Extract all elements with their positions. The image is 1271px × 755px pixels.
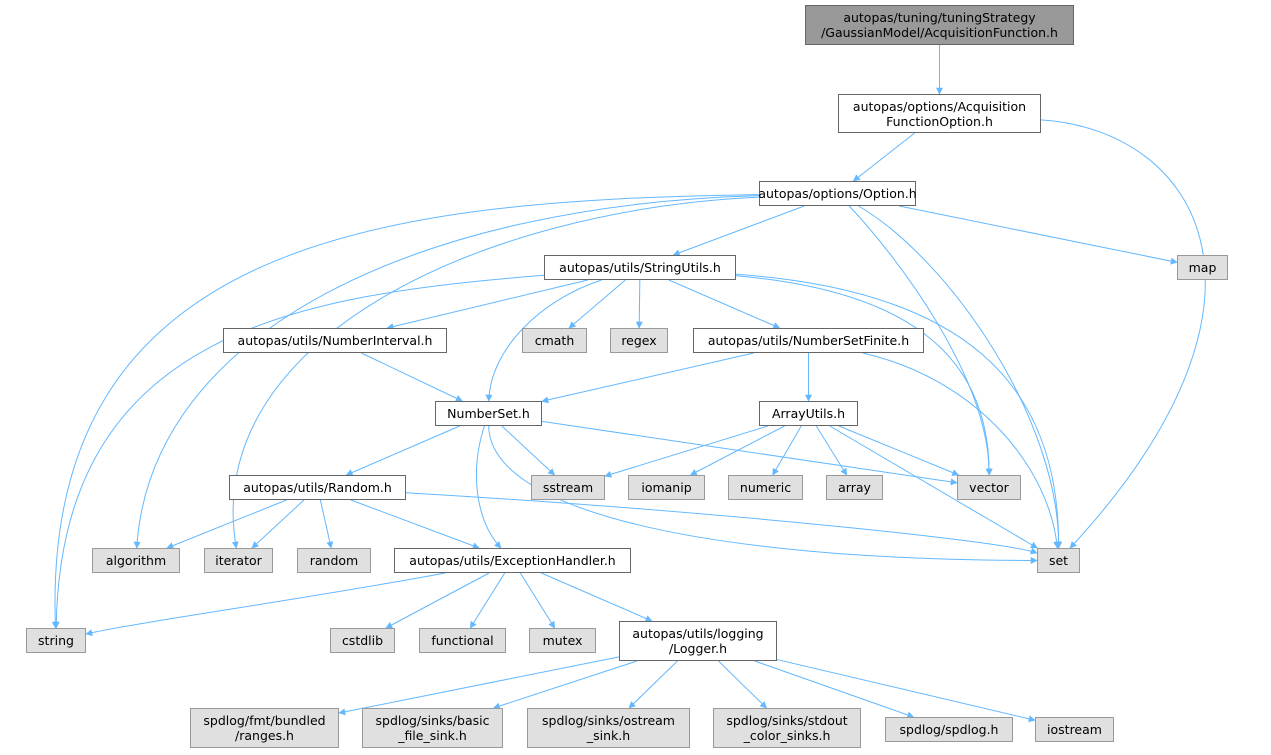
node-functional: functional [419, 628, 506, 653]
edge-arrayutils-to-vector [838, 425, 960, 476]
edge-option-to-map [899, 205, 1178, 265]
edge-option-to-string [51, 194, 760, 629]
edge-arrayutils-to-array [815, 425, 848, 476]
edge-logger-to-basicfile [492, 660, 638, 710]
edge-arrayutils-to-numeric [772, 425, 802, 476]
node-iterator: iterator [204, 548, 273, 573]
node-mutex: mutex [529, 628, 596, 653]
edge-logger-to-fmtranges [338, 656, 620, 716]
edge-numberset-to-vector [541, 420, 958, 486]
edge-numberset-to-sstream [501, 425, 556, 476]
node-acqopt[interactable]: autopas/options/Acquisition FunctionOpti… [838, 94, 1041, 133]
node-basicfile: spdlog/sinks/basic _file_sink.h [362, 708, 503, 748]
edge-stringutils-to-set [735, 273, 1063, 549]
edge-random_h-to-set [405, 492, 1038, 555]
edge-logger-to-spdlog [754, 660, 915, 719]
node-random_h[interactable]: autopas/utils/Random.h [229, 475, 406, 500]
edge-arrayutils-to-set [829, 425, 1038, 549]
edge-option-to-set [858, 205, 1063, 549]
edge-option-to-vector [848, 205, 993, 476]
node-cmath: cmath [522, 328, 587, 353]
edge-random_h-to-iterator [251, 499, 305, 549]
node-string: string [26, 628, 86, 653]
node-acq: autopas/tuning/tuningStrategy /GaussianM… [805, 5, 1074, 45]
edge-acqopt-to-set [1040, 119, 1206, 549]
node-random: random [297, 548, 371, 573]
edge-logger-to-iostream [776, 659, 1036, 723]
node-numeric: numeric [728, 475, 803, 500]
edge-random_h-to-random [319, 499, 334, 549]
node-logger[interactable]: autopas/utils/logging /Logger.h [619, 621, 777, 661]
node-ostreamsink: spdlog/sinks/ostream _sink.h [527, 708, 690, 748]
edge-random_h-to-exception [350, 499, 480, 550]
node-regex: regex [610, 328, 668, 353]
edge-numsetfinite-to-set [862, 352, 1061, 549]
node-array: array [826, 475, 883, 500]
node-map: map [1177, 255, 1228, 280]
edge-stringutils-to-cmath [568, 279, 626, 329]
edge-logger-to-stdoutcolor [718, 660, 768, 709]
edge-numsetfinite-to-numberset [541, 352, 754, 404]
node-iomanip: iomanip [628, 475, 705, 500]
edge-numinterval-to-numberset [361, 352, 463, 402]
node-sstream: sstream [531, 475, 605, 500]
node-option[interactable]: autopas/options/Option.h [758, 181, 917, 206]
node-stdoutcolor: spdlog/sinks/stdout _color_sinks.h [713, 708, 861, 748]
edge-numberset-to-set [488, 425, 1038, 564]
node-numberset[interactable]: NumberSet.h [435, 401, 542, 426]
edge-arrayutils-to-iomanip [689, 425, 785, 476]
edge-exception-to-string [85, 572, 446, 637]
node-spdlog: spdlog/spdlog.h [885, 717, 1013, 742]
node-numinterval[interactable]: autopas/utils/NumberInterval.h [223, 328, 447, 353]
edge-random_h-to-algorithm [166, 499, 287, 549]
edge-exception-to-functional [469, 572, 506, 629]
edge-exception-to-cstdlib [385, 572, 490, 629]
edge-stringutils-to-numsetfinite [668, 279, 781, 329]
node-algorithm: algorithm [92, 548, 180, 573]
node-cstdlib: cstdlib [330, 628, 395, 653]
edge-stringutils-to-vector [735, 275, 993, 476]
edge-exception-to-mutex [519, 572, 556, 629]
node-vector: vector [957, 475, 1021, 500]
node-arrayutils[interactable]: ArrayUtils.h [759, 401, 858, 426]
node-fmtranges: spdlog/fmt/bundled /ranges.h [190, 708, 339, 748]
edge-option-to-algorithm [133, 195, 760, 549]
node-iostream: iostream [1035, 717, 1114, 742]
edge-stringutils-to-regex [635, 279, 643, 329]
node-exception[interactable]: autopas/utils/ExceptionHandler.h [394, 548, 631, 573]
edge-logger-to-ostreamsink [628, 660, 678, 709]
node-stringutils[interactable]: autopas/utils/StringUtils.h [544, 255, 736, 280]
edge-numberset-to-exception [476, 425, 502, 549]
edge-exception-to-logger [541, 572, 653, 622]
edge-option-to-iterator [231, 196, 760, 549]
edge-stringutils-to-string [52, 274, 545, 629]
edge-arrayutils-to-sstream [604, 425, 769, 478]
edge-option-to-stringutils [672, 205, 805, 257]
edge-numberset-to-random_h [345, 425, 460, 476]
node-numsetfinite[interactable]: autopas/utils/NumberSetFinite.h [693, 328, 924, 353]
node-set: set [1037, 548, 1080, 573]
edge-acqopt-to-option [852, 132, 915, 182]
edge-stringutils-to-numinterval [386, 279, 588, 330]
